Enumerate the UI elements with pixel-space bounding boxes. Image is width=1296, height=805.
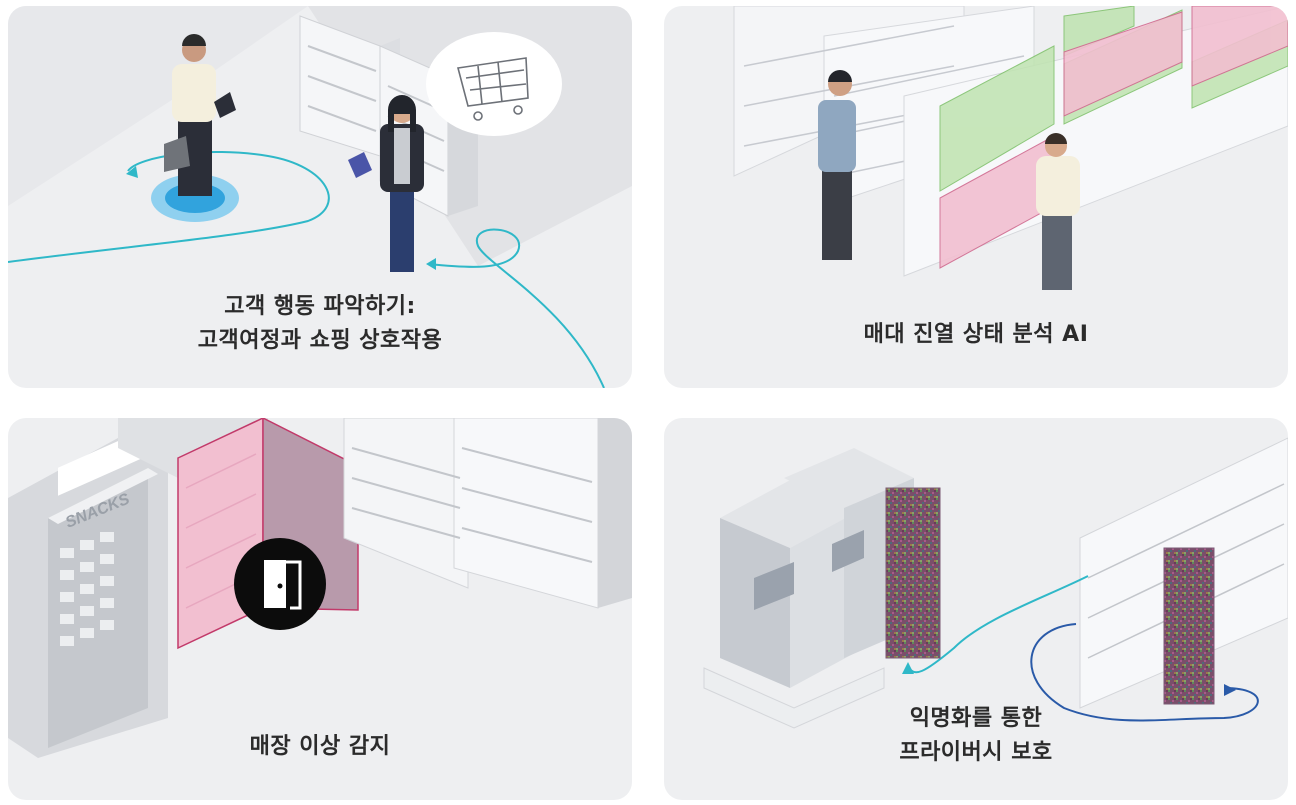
caption-line-1: 매대 진열 상태 분석 AI [863, 322, 1089, 347]
anonymized-person-1 [885, 487, 941, 659]
fridge-row [343, 418, 632, 609]
customer-woman [348, 95, 424, 272]
card-caption: 익명화를 통한 프라이버시 보호 [664, 702, 1288, 770]
customer-journey-illustration [8, 6, 632, 388]
customer-path-2 [1030, 623, 1259, 722]
shopping-cart-icon [426, 32, 562, 136]
staff-figure [1036, 133, 1080, 290]
anomaly-detection-illustration: SNACKS [8, 418, 632, 758]
card-anomaly-detection: SNACKS [8, 418, 632, 800]
door-open-icon [234, 538, 326, 630]
self-checkout-kiosks [703, 448, 914, 729]
card-customer-journey: 고객 행동 파악하기: 고객여정과 쇼핑 상호작용 [8, 6, 632, 388]
caption-line-1: 고객 행동 파악하기: [224, 294, 416, 319]
shelf-alert-zone [939, 6, 1288, 269]
customer-figure [818, 70, 856, 260]
card-caption: 매장 이상 감지 [8, 730, 632, 764]
caption-line-1: 매장 이상 감지 [249, 734, 391, 759]
privacy-illustration [703, 437, 1288, 729]
caption-line-2: 고객여정과 쇼핑 상호작용 [197, 328, 443, 353]
card-privacy-anonymization: 익명화를 통한 프라이버시 보호 [664, 418, 1288, 800]
card-caption: 고객 행동 파악하기: 고객여정과 쇼핑 상호작용 [8, 290, 632, 358]
card-caption: 매대 진열 상태 분석 AI [664, 318, 1288, 352]
caption-line-1: 익명화를 통한 [909, 706, 1043, 731]
customer-man [164, 34, 236, 196]
caption-line-2: 프라이버시 보호 [899, 740, 1053, 765]
shelf-analysis-illustration [733, 6, 1288, 290]
card-shelf-analysis: 매대 진열 상태 분석 AI [664, 6, 1288, 388]
vending-machine [8, 428, 168, 758]
anonymized-person-2 [1163, 547, 1215, 705]
customer-path [907, 575, 1089, 674]
